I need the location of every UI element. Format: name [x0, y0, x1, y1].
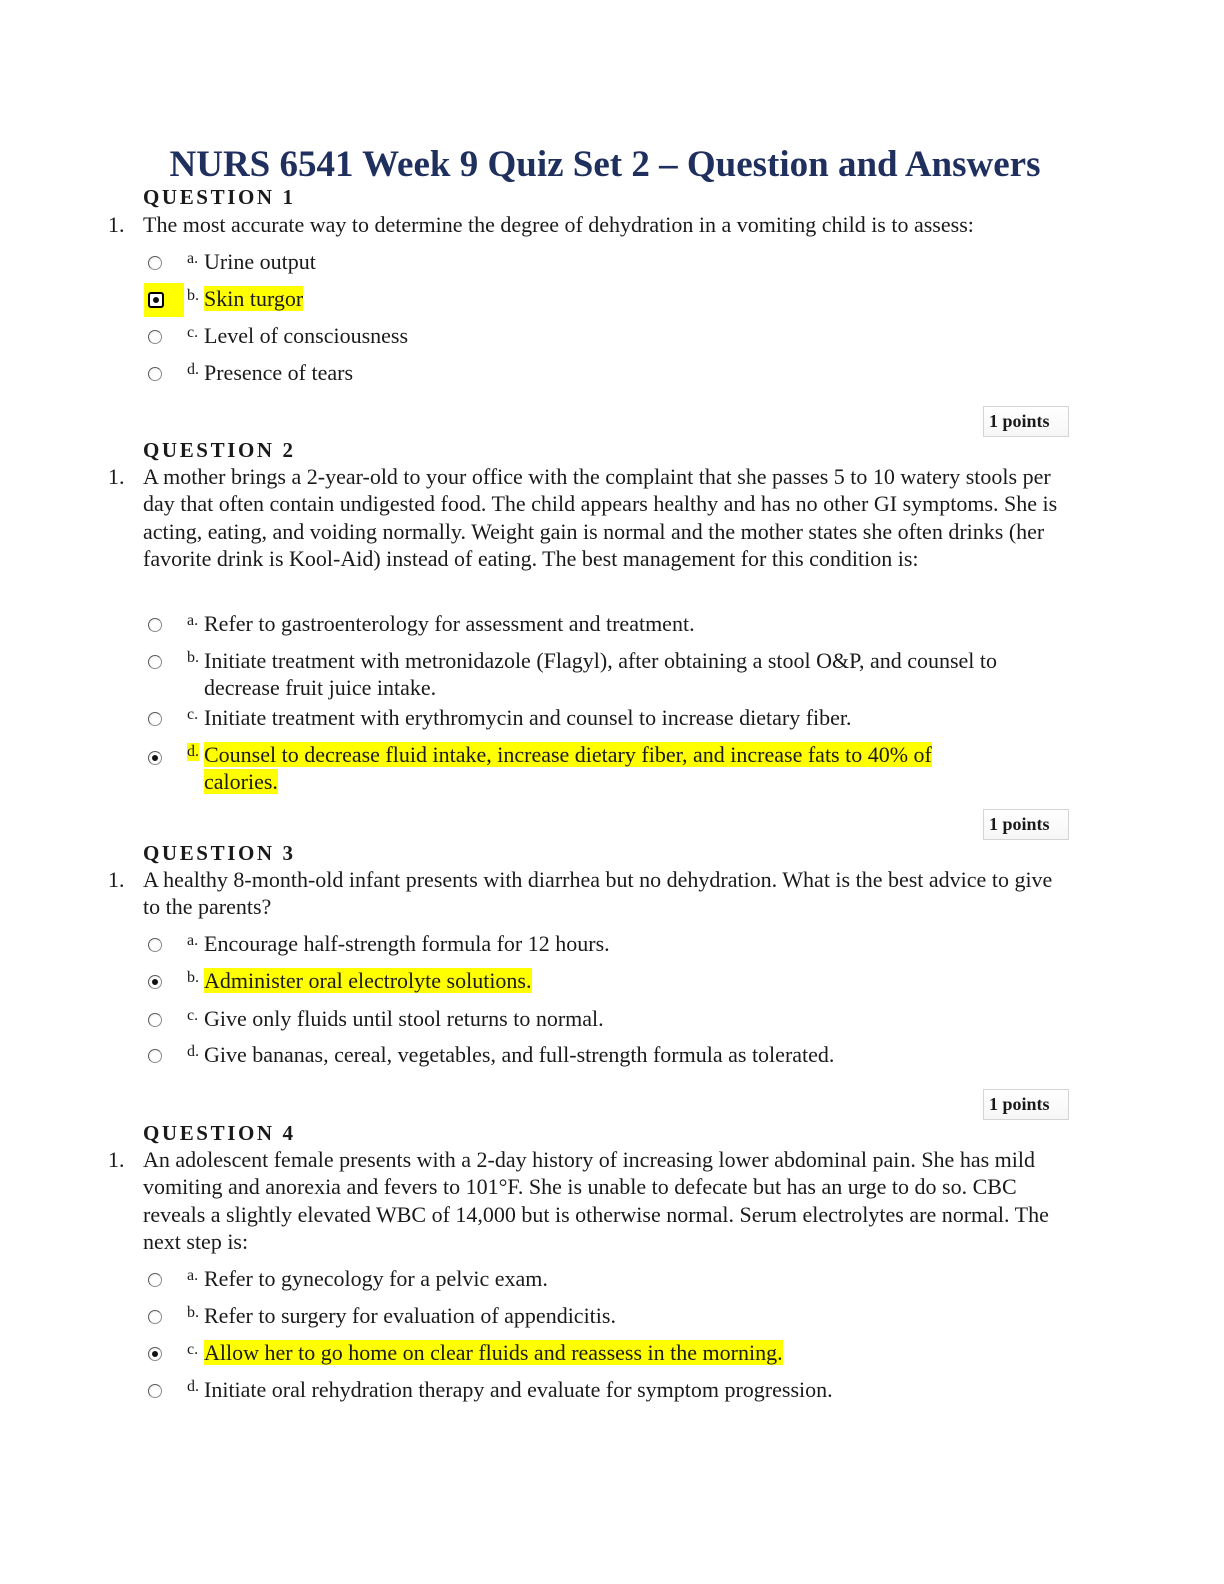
choice-text: Refer to gastroenterology for assessment… [204, 611, 695, 636]
choice-d[interactable]: d. Initiate oral rehydration therapy and… [0, 1377, 1224, 1407]
radio-button[interactable] [148, 1049, 162, 1063]
choice-letter: c. [187, 706, 199, 723]
choice-text: Urine output [204, 249, 316, 274]
radio-button-selected[interactable] [148, 292, 164, 308]
radio-button-selected[interactable] [148, 1347, 162, 1361]
radio-button[interactable] [148, 1273, 162, 1287]
choice-text: Initiate treatment with metronidazole (F… [204, 648, 998, 701]
choice-c[interactable]: c. Initiate treatment with erythromycin … [0, 705, 1224, 735]
radio-button[interactable] [148, 1384, 162, 1398]
choice-letter: d. [187, 1043, 199, 1060]
choice-text-highlighted: Counsel to decrease fluid intake, increa… [204, 742, 932, 795]
choice-letter: c. [187, 324, 199, 341]
radio-button[interactable] [148, 330, 162, 344]
radio-button[interactable] [148, 618, 162, 632]
choice-text: Give only fluids until stool returns to … [204, 1006, 604, 1031]
choice-c[interactable]: c. Level of consciousness [0, 323, 1224, 353]
radio-button[interactable] [148, 367, 162, 381]
choice-letter: b. [187, 649, 199, 666]
choice-d[interactable]: d. Counsel to decrease fluid intake, inc… [0, 742, 1224, 798]
question-number: 1. [108, 464, 125, 489]
choice-letter: a. [187, 612, 199, 629]
radio-button[interactable] [148, 1310, 162, 1324]
choice-letter: b. [187, 287, 199, 304]
choice-letter: b. [187, 1304, 199, 1321]
radio-button-selected[interactable] [148, 751, 162, 765]
choice-c[interactable]: c. Allow her to go home on clear fluids … [0, 1340, 1224, 1370]
radio-button-selected[interactable] [148, 975, 162, 989]
choice-d[interactable]: d. Give bananas, cereal, vegetables, and… [0, 1042, 1224, 1072]
choice-b[interactable]: b. Administer oral electrolyte solutions… [0, 968, 1224, 998]
question-text: The most accurate way to determine the d… [143, 212, 974, 237]
question-heading: QUESTION 2 [143, 438, 296, 462]
question-heading: QUESTION 3 [143, 841, 296, 865]
choice-a[interactable]: a. Refer to gastroenterology for assessm… [0, 611, 1224, 641]
choice-text: Refer to gynecology for a pelvic exam. [204, 1266, 548, 1291]
choice-letter: c. [187, 1341, 199, 1358]
points-badge: 1 points [983, 809, 1069, 840]
question-text: A mother brings a 2-year-old to your off… [143, 464, 1058, 571]
radio-button[interactable] [148, 712, 162, 726]
page-title: NURS 6541 Week 9 Quiz Set 2 – Question a… [169, 144, 1041, 185]
choice-text: Give bananas, cereal, vegetables, and fu… [204, 1042, 835, 1067]
choice-text: Initiate treatment with erythromycin and… [204, 705, 852, 730]
choice-a[interactable]: a. Refer to gynecology for a pelvic exam… [0, 1266, 1224, 1296]
choice-letter: c. [187, 1007, 199, 1024]
choice-text-highlighted: Skin turgor [204, 286, 304, 311]
choice-letter: b. [187, 969, 199, 986]
choice-text: Encourage half-strength formula for 12 h… [204, 931, 610, 956]
choice-letter: a. [187, 932, 199, 949]
choice-text-highlighted: Allow her to go home on clear fluids and… [204, 1340, 783, 1365]
choice-letter: d. [187, 743, 199, 761]
choice-a[interactable]: a. Encourage half-strength formula for 1… [0, 931, 1224, 961]
radio-button[interactable] [148, 256, 162, 270]
radio-button[interactable] [148, 1013, 162, 1027]
choice-c[interactable]: c. Give only fluids until stool returns … [0, 1006, 1224, 1036]
choice-letter: a. [187, 1267, 199, 1284]
choice-b[interactable]: b. Initiate treatment with metronidazole… [0, 648, 1224, 704]
choice-d[interactable]: d. Presence of tears [0, 360, 1224, 390]
question-text: A healthy 8-month-old infant presents wi… [143, 867, 1053, 920]
choice-letter: a. [187, 250, 199, 267]
question-heading: QUESTION 1 [143, 185, 296, 209]
choice-letter: d. [187, 1378, 199, 1395]
choice-b[interactable]: b. Skin turgor [0, 283, 1224, 317]
choice-b[interactable]: b. Refer to surgery for evaluation of ap… [0, 1303, 1224, 1333]
points-badge: 1 points [983, 406, 1069, 437]
choice-text: Level of consciousness [204, 323, 409, 348]
radio-button[interactable] [148, 938, 162, 952]
question-text: An adolescent female presents with a 2-d… [143, 1147, 1049, 1254]
question-number: 1. [108, 1147, 125, 1172]
choice-text: Initiate oral rehydration therapy and ev… [204, 1377, 833, 1402]
radio-button[interactable] [148, 655, 162, 669]
points-badge: 1 points [983, 1089, 1069, 1120]
choice-a[interactable]: a. Urine output [0, 249, 1224, 279]
question-number: 1. [108, 212, 125, 237]
question-heading: QUESTION 4 [143, 1121, 296, 1145]
choice-text: Refer to surgery for evaluation of appen… [204, 1303, 616, 1328]
choice-letter: d. [187, 361, 199, 378]
choice-text: Presence of tears [204, 360, 354, 385]
question-number: 1. [108, 867, 125, 892]
choice-text-highlighted: Administer oral electrolyte solutions. [204, 968, 532, 993]
